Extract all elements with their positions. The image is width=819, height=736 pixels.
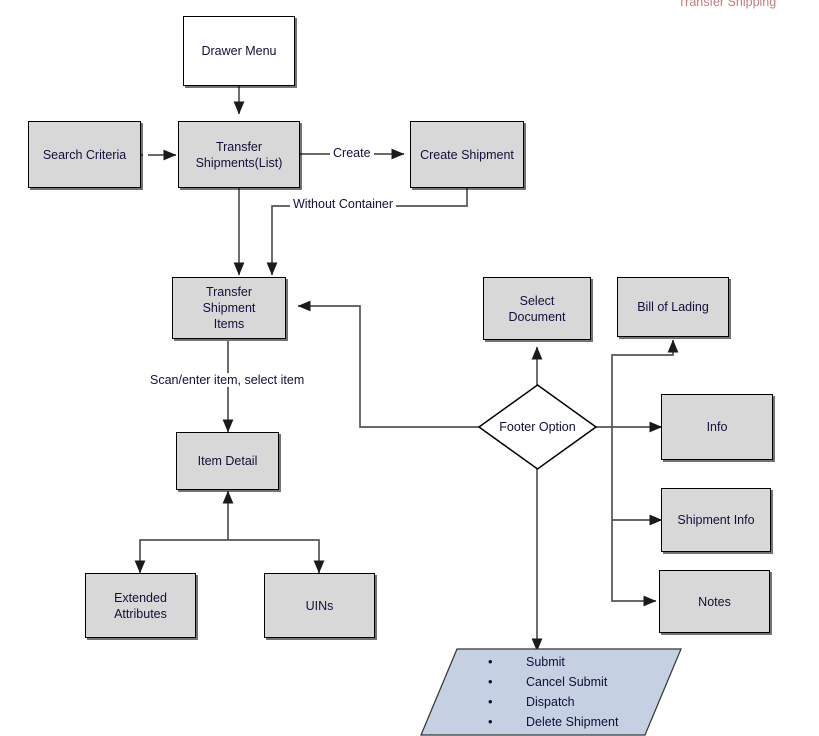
node-transfer-shipments-list[interactable]: Transfer Shipments(List) bbox=[178, 121, 300, 188]
footer-option-shape bbox=[477, 384, 598, 470]
node-search-criteria[interactable]: Search Criteria bbox=[28, 121, 141, 188]
node-transfer-shipment-items-label: Transfer Shipment Items bbox=[202, 285, 256, 331]
node-drawer-menu-label: Drawer Menu bbox=[201, 44, 277, 58]
node-transfer-shipments-list-label: Transfer Shipments(List) bbox=[195, 139, 283, 170]
edge-label-create: Create bbox=[330, 146, 374, 160]
node-transfer-shipment-items[interactable]: Transfer Shipment Items bbox=[172, 277, 286, 339]
node-notes[interactable]: Notes bbox=[659, 570, 770, 633]
node-uins-label: UINs bbox=[305, 598, 334, 613]
node-create-shipment-label: Create Shipment bbox=[420, 147, 514, 162]
page-heading: Transfer Shipping bbox=[678, 0, 777, 9]
actions-shape bbox=[420, 648, 682, 736]
node-create-shipment[interactable]: Create Shipment bbox=[410, 121, 524, 188]
node-extended-attributes[interactable]: Extended Attributes bbox=[85, 573, 196, 638]
node-notes-label: Notes bbox=[698, 594, 731, 609]
node-bill-of-lading-label: Bill of Lading bbox=[637, 300, 709, 314]
node-footer-option[interactable]: Footer Option bbox=[477, 383, 598, 471]
edge-footer-to-notes bbox=[611, 520, 657, 607]
node-drawer-menu[interactable]: Drawer Menu bbox=[183, 16, 295, 86]
node-item-detail[interactable]: Item Detail bbox=[176, 432, 279, 490]
node-actions[interactable]: Submit Cancel Submit Dispatch Delete Shi… bbox=[420, 648, 682, 736]
edge-footer-to-items bbox=[297, 300, 487, 428]
node-select-document-label: Select Document bbox=[508, 293, 566, 324]
node-search-criteria-label: Search Criteria bbox=[42, 147, 127, 162]
edge-label-without-container: Without Container bbox=[290, 197, 397, 211]
edge-split-to-uins bbox=[228, 539, 325, 574]
node-info-label: Info bbox=[706, 420, 728, 434]
node-info[interactable]: Info bbox=[661, 394, 773, 460]
edge-split-to-extended bbox=[134, 539, 228, 574]
node-select-document[interactable]: Select Document bbox=[483, 277, 591, 340]
node-shipment-info[interactable]: Shipment Info bbox=[661, 488, 771, 552]
node-shipment-info-label: Shipment Info bbox=[677, 513, 755, 527]
node-item-detail-label: Item Detail bbox=[197, 454, 258, 468]
node-bill-of-lading[interactable]: Bill of Lading bbox=[617, 277, 729, 337]
node-extended-attributes-label: Extended Attributes bbox=[114, 590, 167, 621]
node-uins[interactable]: UINs bbox=[264, 573, 375, 638]
edge-label-scan-enter: Scan/enter item, select item bbox=[147, 373, 308, 387]
edge-footer-to-shipment-info bbox=[611, 427, 663, 526]
